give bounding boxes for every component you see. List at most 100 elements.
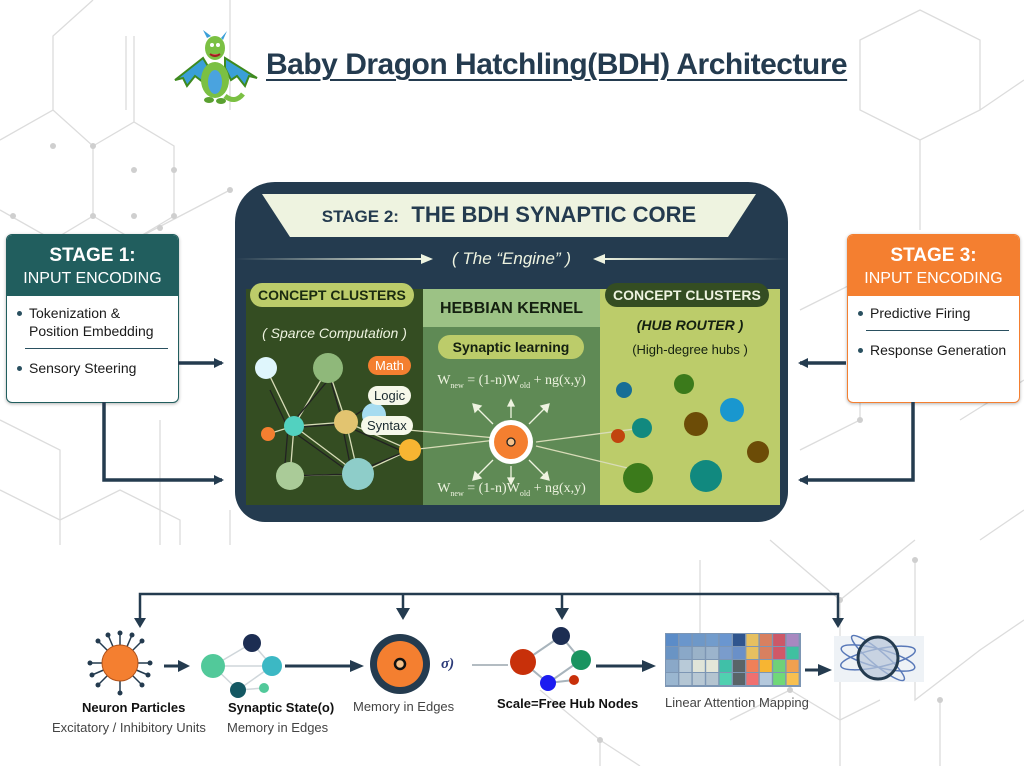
attention-cell	[706, 647, 719, 659]
arrow-down-icon	[832, 618, 844, 628]
synaptic-graph-icon	[201, 634, 282, 698]
divider	[866, 330, 1009, 331]
attention-cell	[773, 634, 786, 646]
attention-cell	[733, 634, 745, 646]
stage2-banner	[262, 194, 756, 237]
pipeline-subtitle: Memory in Edges	[227, 720, 329, 735]
attention-cell	[786, 647, 799, 659]
bullet-icon	[17, 366, 22, 371]
hub-caption: (High-degree hubs )	[632, 342, 748, 357]
hebbian-formula-top: Wnew = (1-n)Wold + ng(x,y)	[437, 373, 586, 390]
concept-clusters-tag-left: CONCEPT CLUSTERS	[250, 283, 414, 307]
logic-chip: Logic	[368, 386, 412, 405]
stage3-subheading: INPUT ENCODING	[864, 270, 1003, 287]
attention-cell	[679, 634, 692, 646]
attention-cell	[679, 673, 692, 685]
stage1-subheading: INPUT ENCODING	[23, 270, 162, 287]
attention-cell	[666, 647, 678, 659]
attention-cell	[759, 660, 772, 672]
stage1-heading: STAGE 1:	[49, 245, 136, 266]
stage3-heading: STAGE 3:	[890, 245, 977, 266]
hub-cluster-nodes	[611, 374, 769, 493]
attention-cell	[692, 634, 705, 646]
attention-cell	[692, 647, 705, 659]
dragon-mascot-icon	[174, 30, 258, 104]
attention-cell	[759, 647, 772, 659]
arrow-stage1-to-core-lower	[102, 402, 224, 485]
bullet-icon	[17, 311, 22, 316]
attention-cell	[746, 647, 759, 659]
pipeline-subtitle: Excitatory / Inhibitory Units	[52, 720, 206, 735]
arrow-right-icon	[818, 664, 832, 676]
attention-grid-icon	[665, 633, 801, 687]
engine-arrows	[235, 254, 788, 264]
synaptic-learning-pill: Synaptic learning	[438, 335, 584, 359]
hebbian-kernel-header	[423, 289, 600, 327]
hebbian-kernel-title: HEBBIAN KERNEL	[439, 300, 584, 317]
hebbian-neuron-icon	[472, 398, 550, 486]
attention-cell	[679, 660, 692, 672]
attention-cell	[746, 673, 759, 685]
stage2-title: STAGE 2: THE BDH SYNAPTIC CORE	[321, 202, 697, 227]
attention-cell	[706, 634, 719, 646]
divider	[25, 348, 168, 349]
stage1-item: Sensory Steering	[17, 359, 168, 377]
attention-cell	[733, 647, 745, 659]
attention-cell	[746, 634, 759, 646]
pipeline-subtitle: Linear Attention Mapping	[665, 695, 809, 710]
attention-cell	[666, 660, 678, 672]
stage1-header: STAGE 1: INPUT ENCODING	[7, 235, 178, 296]
attention-cell	[733, 673, 745, 685]
attention-cell	[692, 660, 705, 672]
arrow-down-icon	[134, 618, 146, 628]
attention-cell	[759, 634, 772, 646]
arrow-right-icon	[178, 660, 190, 672]
arrow-stage3-to-core-lower	[798, 402, 915, 485]
attention-cell	[692, 673, 705, 685]
attention-cell	[719, 673, 732, 685]
engine-tagline: ( The “Engine” )	[451, 249, 572, 268]
attention-cell	[786, 634, 799, 646]
hebbian-formula-bottom: Wnew = (1-n)Wold + ng(x,y)	[437, 481, 586, 498]
page-title: Baby Dragon Hatchling(BDH) Architecture	[266, 48, 848, 81]
attention-cell	[773, 673, 786, 685]
attention-cell	[786, 660, 799, 672]
stage1-card: STAGE 1: INPUT ENCODING Tokenization & P…	[6, 234, 179, 403]
stage3-item: Predictive Firing	[858, 304, 1009, 322]
orbit-atom-icon	[834, 634, 924, 682]
sparse-subtitle: ( Sparce Computation )	[262, 325, 407, 341]
arrow-right-icon	[350, 660, 364, 672]
stage3-header: STAGE 3: INPUT ENCODING	[848, 235, 1019, 296]
neuron-particle-icon	[87, 630, 153, 696]
syntax-chip: Syntax	[361, 416, 413, 435]
arrow-down-icon	[396, 608, 410, 620]
pipeline-subtitle: Memory in Edges	[353, 699, 455, 714]
stage3-card: STAGE 3: INPUT ENCODING Predictive Firin…	[847, 234, 1020, 403]
concept-clusters-tag-right: CONCEPT CLUSTERS	[605, 283, 769, 307]
bullet-icon	[858, 348, 863, 353]
stage3-item: Response Generation	[858, 341, 1009, 359]
arrow-left-icon	[593, 254, 605, 264]
attention-cell	[706, 660, 719, 672]
attention-cell	[773, 647, 786, 659]
pipeline-icons	[87, 627, 924, 698]
attention-cell	[719, 647, 732, 659]
memory-ring-icon	[370, 634, 430, 694]
arrow-right-icon	[421, 254, 433, 264]
attention-cell	[746, 660, 759, 672]
attention-cell	[706, 673, 719, 685]
bullet-icon	[858, 311, 863, 316]
math-chip: Math	[368, 356, 411, 375]
attention-cell	[666, 634, 678, 646]
arrow-right-icon	[642, 660, 656, 672]
attention-cell	[719, 634, 732, 646]
sigma-annotation: σ)	[441, 656, 455, 672]
attention-cell	[679, 647, 692, 659]
pipeline-title: Neuron Particles	[82, 700, 186, 715]
pipeline-title: Scale=Free Hub Nodes	[497, 696, 639, 711]
attention-cell	[786, 673, 799, 685]
attention-cell	[719, 660, 732, 672]
pipeline-title: Synaptic State(o)	[228, 700, 335, 715]
